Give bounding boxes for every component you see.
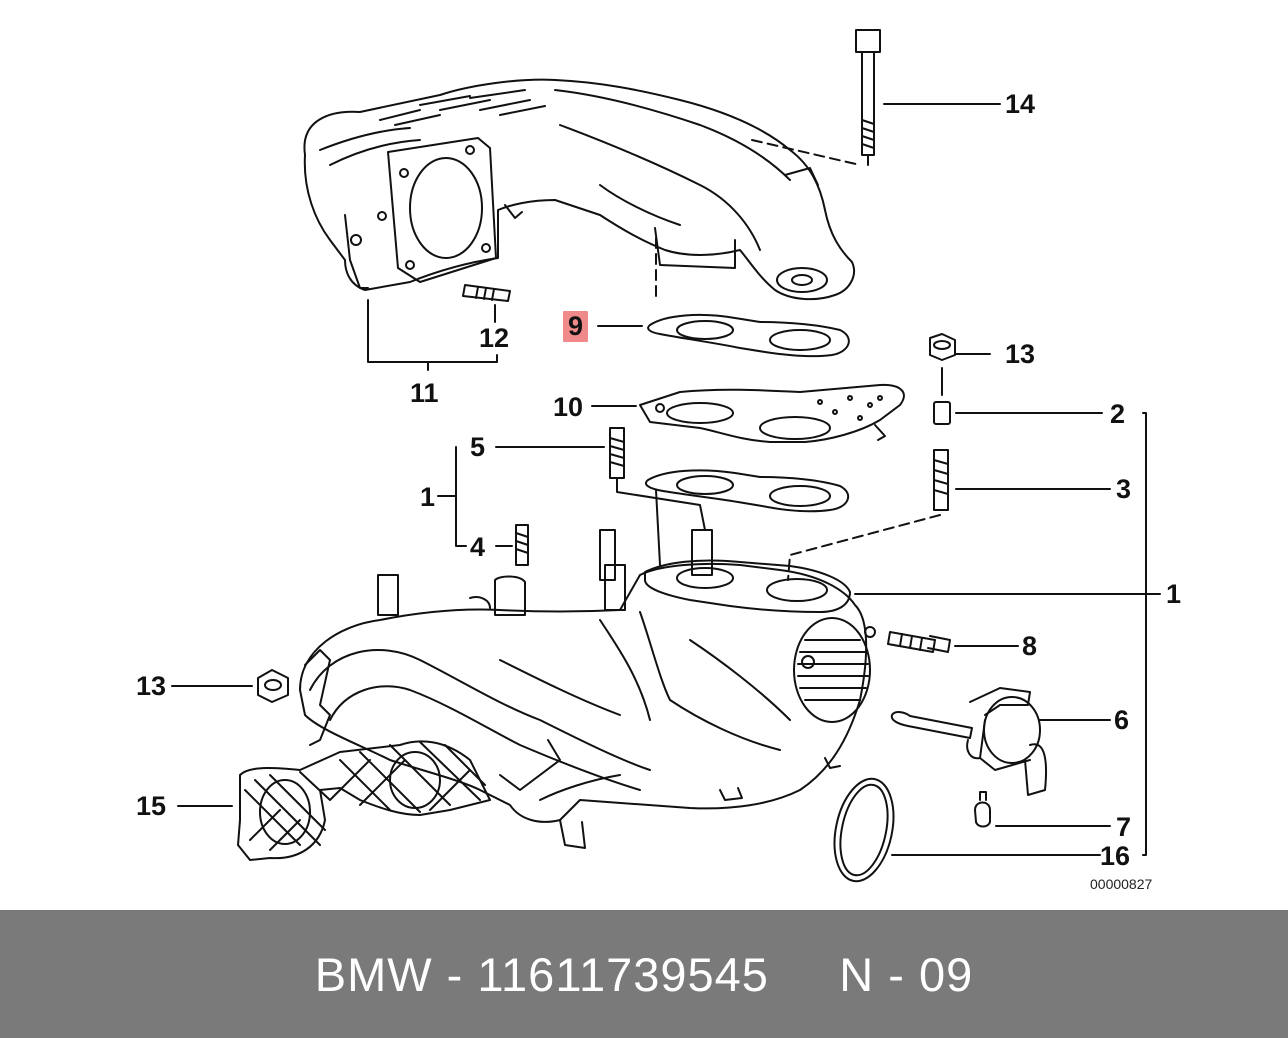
bolt-14	[855, 29, 881, 156]
valve-6	[890, 687, 1048, 796]
callout-16: 16	[1100, 841, 1131, 871]
callout-11: 11	[410, 378, 439, 408]
spacer-plate-10	[639, 383, 905, 443]
stud-5	[609, 427, 625, 479]
lower-gasket	[644, 469, 850, 513]
gasket-15	[237, 740, 491, 861]
callout-9: 9	[563, 311, 589, 342]
parts-diagram	[171, 29, 1161, 883]
callout-1-left: 1	[420, 482, 436, 512]
callout-1-right: 1	[1166, 579, 1182, 609]
callout-6: 6	[1114, 705, 1130, 735]
stud-3	[933, 449, 949, 511]
stud-8	[887, 631, 951, 653]
callout-5: 5	[470, 432, 486, 462]
sleeve-2	[933, 401, 951, 425]
callout-15: 15	[136, 791, 167, 821]
footer-bar: BMW - 11611739545 N - 09	[0, 910, 1288, 1038]
drawing-number: 00000827	[1090, 876, 1153, 892]
part-number-caption: BMW - 11611739545 N - 09	[314, 947, 974, 1001]
nut-13-bottom	[257, 669, 289, 703]
callout-12: 12	[479, 323, 510, 353]
stud-12	[462, 284, 511, 302]
callout-3: 3	[1116, 474, 1132, 504]
nut-13-top	[929, 333, 956, 361]
callout-14: 14	[1005, 89, 1036, 119]
lower-manifold	[299, 529, 876, 849]
leader-lines	[171, 103, 1161, 856]
oring-16	[833, 777, 895, 883]
callout-4: 4	[470, 532, 486, 562]
upper-manifold	[303, 78, 855, 301]
callout-13-top: 13	[1005, 339, 1036, 369]
gasket-9	[647, 313, 850, 358]
callout-13-bottom: 13	[136, 671, 167, 701]
callout-2: 2	[1110, 399, 1126, 429]
callout-8: 8	[1022, 631, 1038, 661]
callout-7: 7	[1116, 812, 1132, 842]
callout-10: 10	[553, 392, 584, 422]
stud-4	[515, 524, 529, 566]
screw-7	[974, 791, 991, 828]
